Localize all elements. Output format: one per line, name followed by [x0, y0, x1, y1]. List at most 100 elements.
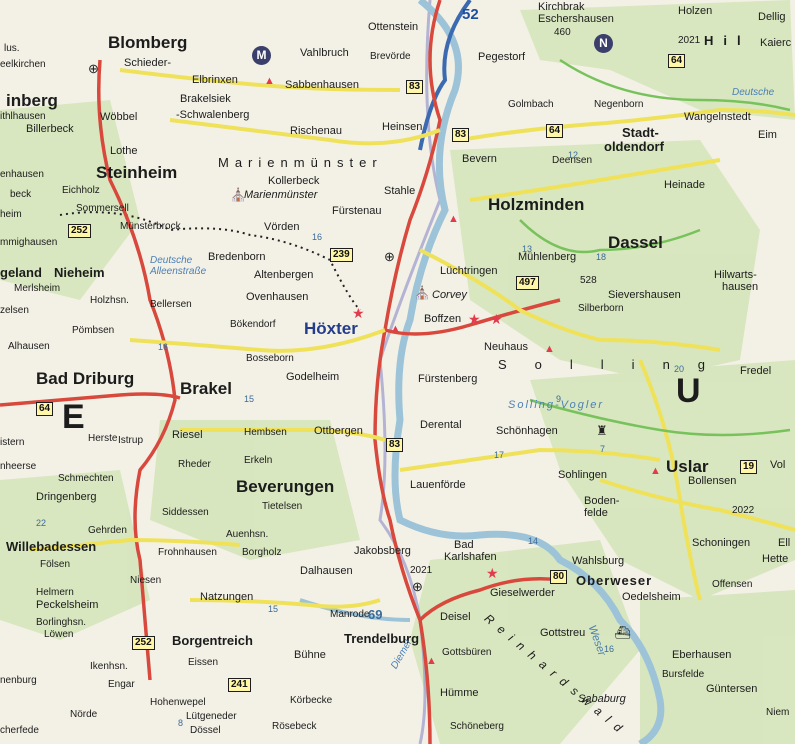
place-ottenstein: Ottenstein [368, 21, 419, 33]
attraction-star-1: ★ [352, 305, 365, 321]
place-holzhsn: Holzhsn. [90, 295, 129, 306]
place-schoeneberg: Schöneberg [450, 721, 504, 732]
km-20: 20 [674, 364, 685, 374]
place-holzminden: Holzminden [488, 195, 585, 214]
place-enhausen: enhausen [0, 169, 44, 180]
place-deisel: Deisel [440, 611, 471, 623]
place-loewen: Löwen [44, 629, 74, 640]
road-b64-2: 64 [36, 402, 54, 416]
region-marker-n: N [594, 34, 613, 53]
place-buehne: Bühne [294, 649, 326, 661]
height-528: 528 [580, 275, 597, 286]
place-beverungen: Beverungen [236, 477, 335, 496]
castle-icon: ♜ [596, 423, 608, 438]
route-deutsche: Deutsche [150, 255, 193, 266]
road-b64-1: 64 [546, 124, 564, 138]
place-roesebeck: Rösebeck [272, 721, 317, 732]
place-brakel: Brakel [180, 379, 232, 398]
place-schoenhagen: Schönhagen [496, 425, 558, 437]
peak-icon-5: ▲ [426, 655, 437, 667]
place-eissen: Eissen [188, 657, 219, 668]
place-schoningen: Schoningen [692, 537, 751, 549]
road-a52: 52 [462, 6, 479, 23]
place-pegestorf: Pegestorf [478, 51, 526, 63]
region-marienmuenster: Marienmünster [218, 155, 383, 170]
place-brakelsiek: Brakelsiek [180, 93, 231, 105]
place-geland: geland [0, 265, 42, 280]
road-b497: 497 [516, 276, 539, 290]
place-bodenfelde-2: felde [584, 507, 608, 519]
place-woebbel: Wöbbel [100, 111, 138, 123]
place-lothe: Lothe [110, 145, 138, 157]
place-erkeln: Erkeln [244, 455, 273, 466]
place-sabbenhausen: Sabbenhausen [285, 79, 360, 91]
place-offensen: Offensen [712, 579, 753, 590]
place-kaierde: Kaierc [760, 37, 792, 49]
place-sievershausen: Sievershausen [608, 289, 681, 301]
place-brevoerde: Brevörde [370, 51, 411, 62]
place-inberg: inberg [6, 91, 58, 110]
place-nheerse: nheerse [0, 461, 37, 472]
road-b252-1: 252 [68, 224, 91, 238]
place-gottsbueren: Gottsbüren [442, 647, 492, 658]
place-schmechten: Schmechten [58, 473, 114, 484]
km-14: 14 [528, 536, 539, 546]
place-niem: Niem [766, 707, 790, 718]
place-vahlbruch: Vahlbruch [300, 47, 349, 59]
place-cherfede: cherfede [0, 725, 39, 736]
place-helmern: Helmern [36, 587, 74, 598]
place-oedelsheim: Oedelsheim [622, 591, 681, 603]
place-derental: Derental [420, 419, 462, 431]
km-18: 18 [596, 252, 607, 262]
place-heinsen: Heinsen [382, 121, 423, 133]
ferry-icon: ⛴ [614, 625, 631, 640]
place-bursfelde: Bursfelde [662, 669, 705, 680]
place-corvey: Corvey [432, 289, 467, 301]
place-bredenborn: Bredenborn [208, 251, 266, 263]
airfield-icon-2: ⊕ [384, 249, 395, 264]
place-voerden: Vörden [264, 221, 300, 233]
peak-icon-4: ▲ [390, 323, 401, 335]
place-boekendorf: Bökendorf [230, 319, 276, 330]
place-willebadessen: Willebadessen [6, 539, 97, 554]
place-bevern: Bevern [462, 153, 497, 165]
place-bad-karlshafen-2: Karlshafen [444, 551, 497, 563]
place-neuhaus: Neuhaus [484, 341, 529, 353]
road-b80: 80 [550, 570, 568, 584]
place-poembsen: Pömbsen [72, 325, 115, 336]
road-b83-2: 83 [386, 438, 404, 452]
place-bad-karlshafen-1: Bad [454, 539, 474, 551]
place-heinade: Heinade [664, 179, 705, 191]
region-hil: Hil [704, 33, 751, 48]
place-muensterbrock: Münsterbrock [120, 221, 181, 232]
place-foelsen: Fölsen [40, 559, 71, 570]
scenic-routes [519, 58, 791, 437]
height-2021-b: 2021 [410, 565, 433, 576]
place-hilwartshausen-1: Hilwarts- [714, 269, 757, 281]
place-istern: istern [0, 437, 25, 448]
place-istrup: Istrup [118, 435, 144, 446]
place-fredel: Fredel [740, 365, 772, 377]
attraction-star-2: ★ [468, 311, 481, 327]
secondary-roads [29, 68, 795, 609]
place-dringenberg: Dringenberg [36, 491, 97, 503]
place-altenbergen: Altenbergen [254, 269, 314, 281]
airfield-icon-1: ⊕ [88, 61, 99, 76]
place-stadtoldendorf-2: oldendorf [604, 139, 664, 154]
place-gieselwerder: Gieselwerder [490, 587, 555, 599]
place-marienmuenster-kloster: Marienmünster [244, 189, 318, 201]
regional-border [59, 211, 361, 311]
place-merlsheim: Merlsheim [14, 283, 61, 294]
place-bosseborn: Bosseborn [246, 353, 294, 364]
place-godelheim: Godelheim [286, 371, 340, 383]
place-mmighausen: mmighausen [0, 237, 58, 248]
peak-icon-1: ▲ [264, 75, 275, 87]
place-siddessen: Siddessen [162, 507, 209, 518]
road-b64-3: 64 [668, 54, 686, 68]
place-dassel: Dassel [608, 233, 663, 252]
place-eichholz: Eichholz [62, 185, 100, 196]
place-noerde: Nörde [70, 709, 98, 720]
place-ottbergen: Ottbergen [314, 425, 363, 437]
